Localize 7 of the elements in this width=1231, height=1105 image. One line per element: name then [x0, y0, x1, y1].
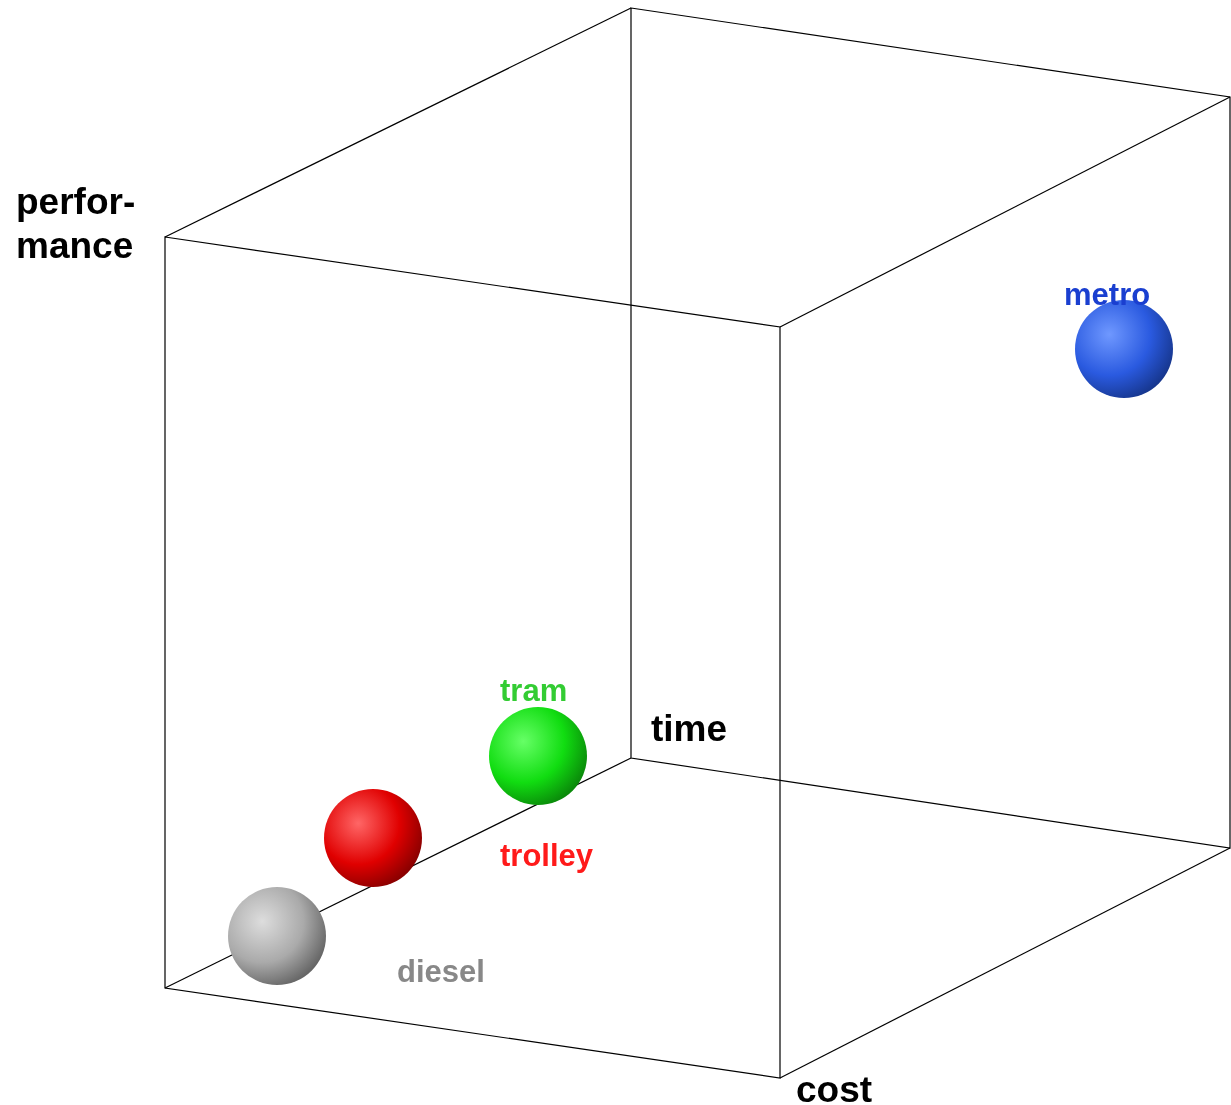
point-label: tram	[500, 675, 568, 706]
point-label: trolley	[500, 840, 594, 871]
point-label: metro	[1064, 279, 1151, 310]
point-label: diesel	[397, 956, 485, 987]
axis-label: time	[651, 707, 729, 751]
axis-label: cost	[796, 1068, 874, 1105]
axis-label: perfor-mance	[16, 180, 137, 269]
